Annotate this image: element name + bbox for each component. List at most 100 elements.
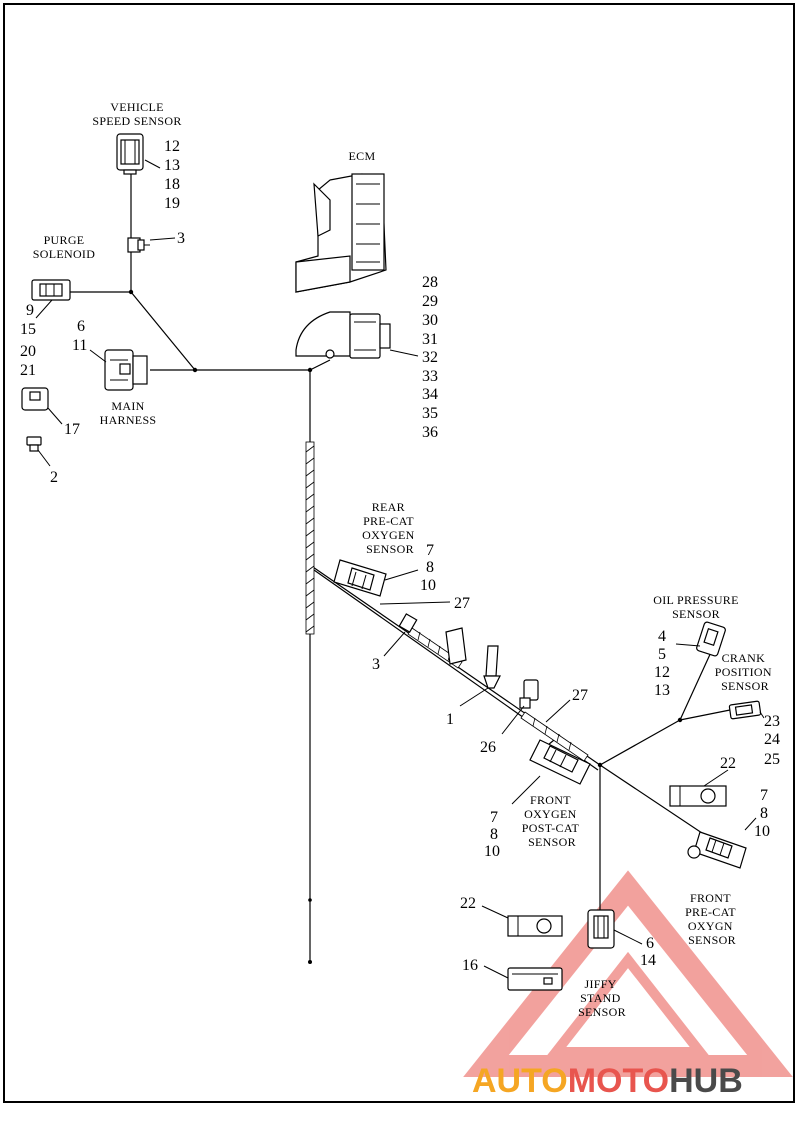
svg-text:ECM: ECM — [349, 149, 376, 163]
callout-ecm-4: 31 — [422, 331, 438, 348]
callout-jiffy-1: 6 — [646, 935, 654, 952]
callout-main-2: 11 — [72, 337, 87, 354]
bracket-26-icon — [519, 679, 539, 709]
callout-ecm-1: 28 — [422, 274, 438, 291]
callout-27-upper: 27 — [454, 595, 470, 612]
callout-vss-3: 18 — [164, 176, 180, 193]
ecm-module-icon — [295, 173, 387, 293]
callout-ecm-5: 32 — [422, 349, 438, 366]
crank-position-sensor-connector-icon — [728, 700, 762, 720]
front-pre-label-2: PRE-CAT — [685, 905, 736, 919]
svg-text:28 29 30 31 32: 28 29 30 31 32 33 34 35 36 — [422, 274, 442, 441]
callout-purge-4: 21 — [20, 362, 36, 379]
callout-rear-o2-1: 7 — [426, 542, 434, 559]
purge-solenoid-connector-icon — [31, 279, 71, 301]
svg-text:6 11: 6 11 — [72, 318, 89, 354]
callout-27-lower: 27 — [572, 687, 588, 704]
harness-wires — [70, 170, 731, 962]
svg-text:REAR PRE-CAT OXYGEN: REAR PRE-CAT OXYGEN SENSOR — [362, 500, 418, 556]
crank-label-1: CRANK — [722, 651, 766, 665]
crank-label-2: POSITION — [715, 665, 772, 679]
watermark-text: AUTOMOTOHUB — [472, 1062, 743, 1100]
vehicle-speed-sensor-connector-icon — [116, 133, 144, 175]
callout-purge-2: 15 — [20, 321, 36, 338]
svg-text:23 24 25: 23 24 25 — [764, 713, 784, 768]
terminal-2-icon — [26, 436, 42, 452]
main-harness-connector-icon — [104, 349, 148, 391]
jiffy-stand-sensor-connector-icon — [587, 909, 615, 949]
callout-3-lower: 3 — [372, 656, 380, 673]
spark-plug-cable-icon — [483, 645, 501, 689]
front-pre-label-1: FRONT — [690, 891, 731, 905]
callout-front-post-3: 10 — [484, 843, 500, 860]
oil-pressure-label-2: SENSOR — [672, 607, 720, 621]
front-pre-label-3: OXYGN — [688, 919, 733, 933]
callout-crank-2: 24 — [764, 731, 780, 748]
svg-text:7 8 10: 7 8 10 — [754, 787, 772, 840]
vss-label-2: SPEED SENSOR — [92, 114, 181, 128]
svg-text:CRANK POSITION SENSOR: CRANK POSITION SENSOR — [715, 651, 775, 693]
front-post-cat-oxygen-sensor-icon — [529, 739, 591, 785]
connector-17-icon — [21, 387, 49, 411]
callout-16: 16 — [462, 957, 478, 974]
crank-label-3: SENSOR — [721, 679, 769, 693]
svg-text:JIFFY STAND SENSOR: JIFFY STAND SENSOR — [578, 977, 626, 1019]
svg-text:12 13 18 19: 12 13 18 19 — [164, 138, 184, 212]
oil-pressure-label-1: OIL PRESSURE — [653, 593, 739, 607]
svg-text:4 5 12 13: 4 5 12 13 — [654, 628, 674, 699]
callout-22-upper: 22 — [720, 755, 736, 772]
callout-purge-1: 9 — [26, 302, 34, 319]
callout-ecm-8: 35 — [422, 405, 438, 422]
leader-lines — [35, 159, 765, 979]
callout-oil-2: 5 — [658, 646, 666, 663]
front-post-label-2: OXYGEN — [524, 807, 576, 821]
harness-clip-icon — [127, 237, 150, 253]
callout-main-1: 6 — [77, 318, 85, 335]
callout-vss-1: 12 — [164, 138, 180, 155]
rear-o2-label-2: PRE-CAT — [363, 514, 414, 528]
watermark-part-3: HUB — [669, 1062, 743, 1100]
callout-ecm-2: 29 — [422, 293, 438, 310]
front-post-label-4: SENSOR — [528, 835, 576, 849]
svg-text:7 8 10: 7 8 10 — [484, 809, 502, 860]
callout-jiffy-2: 14 — [640, 952, 656, 969]
rear-o2-label-3: OXYGEN — [362, 528, 414, 542]
junction-dots — [128, 289, 683, 964]
callout-26: 26 — [480, 739, 496, 756]
svg-text:FRONT PRE-CAT OXYGN: FRONT PRE-CAT OXYGN SENSOR — [685, 891, 739, 947]
svg-text:6 14: 6 14 — [640, 935, 658, 969]
purge-label-1: PURGE — [44, 233, 85, 247]
callout-crank-3: 25 — [764, 751, 780, 768]
svg-text:7 8 10: 7 8 10 — [420, 542, 438, 594]
jiffy-label-1: JIFFY — [584, 977, 616, 991]
rear-o2-label-4: SENSOR — [366, 542, 414, 556]
callout-front-post-2: 8 — [490, 826, 498, 843]
front-post-label-1: FRONT — [530, 793, 571, 807]
ecm-label: ECM — [349, 149, 376, 163]
svg-text:FRONT OXYGEN POST-CAT: FRONT OXYGEN POST-CAT SENSOR — [522, 793, 582, 849]
callout-1: 1 — [446, 711, 454, 728]
front-pre-cat-oxygen-sensor-icon — [687, 831, 747, 869]
callout-purge-3: 20 — [20, 343, 36, 360]
rear-pre-cat-oxygen-sensor-icon — [333, 559, 387, 597]
callout-vss-clip: 3 — [177, 230, 185, 247]
ecm-connector-icon — [295, 311, 391, 359]
callout-rear-o2-3: 10 — [420, 577, 436, 594]
callout-vss-2: 13 — [164, 157, 180, 174]
jiffy-label-3: SENSOR — [578, 1005, 626, 1019]
bracket-22-lower-icon — [507, 915, 563, 937]
purge-label-2: SOLENOID — [33, 247, 95, 261]
callout-oil-1: 4 — [658, 628, 666, 645]
callout-rear-o2-2: 8 — [426, 559, 434, 576]
front-post-label-3: POST-CAT — [522, 821, 580, 835]
callout-oil-4: 13 — [654, 682, 670, 699]
callout-22-lower: 22 — [460, 895, 476, 912]
main-harness-label-2: HARNESS — [100, 413, 157, 427]
watermark-part-1: AUTO — [472, 1062, 568, 1100]
callout-ecm-7: 34 — [422, 386, 438, 403]
callout-17: 17 — [64, 421, 80, 438]
